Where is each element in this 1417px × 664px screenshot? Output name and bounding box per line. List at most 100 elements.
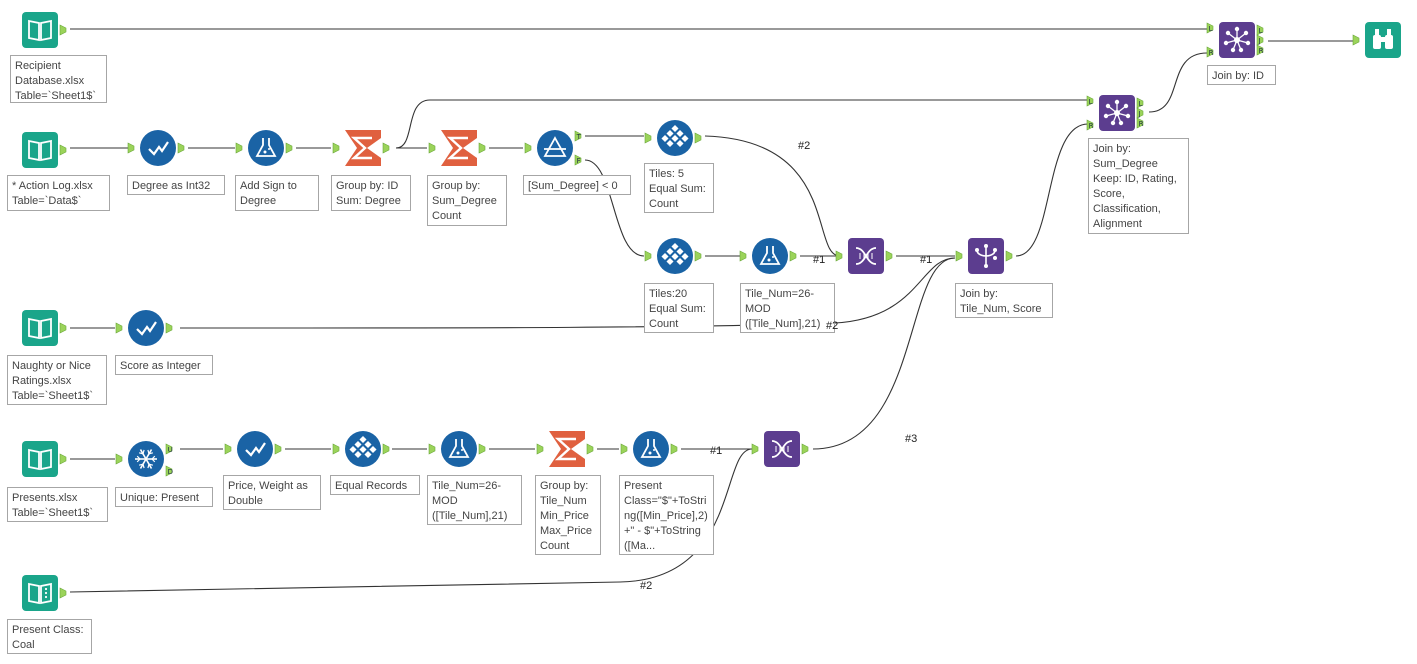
connection-wire[interactable] [69,448,753,593]
tool-node-summarize[interactable] [332,130,390,166]
anchor-connector[interactable] [1352,34,1360,46]
anchor-connector[interactable] [1136,107,1144,119]
anchor-connector[interactable] [115,322,123,334]
tool-annotation: Tile_Num=26-MOD([Tile_Num],21) [427,475,522,525]
anchor-connector[interactable] [59,24,67,36]
anchor-connector[interactable] [478,142,486,154]
anchor-letter: J [1138,110,1141,118]
anchor-connector[interactable] [1206,46,1214,58]
anchor-connector[interactable] [115,453,123,465]
tool-node-union[interactable] [835,238,893,274]
anchor-connector[interactable] [694,132,702,144]
connection-wire[interactable] [704,135,841,257]
annotation-line: Coal [12,639,35,651]
anchor-connector[interactable] [274,443,282,455]
anchor-connector[interactable] [332,142,340,154]
tool-node-formula[interactable] [739,238,797,274]
tool-node-union[interactable] [751,431,809,467]
anchor-connector[interactable] [1005,250,1013,262]
anchor-connector[interactable] [1256,24,1264,36]
tool-node-input[interactable] [22,441,67,477]
anchor-connector[interactable] [574,154,582,166]
tool-annotation: Equal Records [330,475,420,495]
tool-node-select[interactable] [115,310,173,346]
anchor-connector[interactable] [428,443,436,455]
tool-node-formula[interactable] [428,431,486,467]
anchor-connector[interactable] [670,443,678,455]
anchor-connector[interactable] [644,132,652,144]
tool-node-formula[interactable] [620,431,678,467]
anchor-connector[interactable] [165,322,173,334]
tool-node-summarize[interactable] [536,431,594,467]
anchor-connector[interactable] [801,443,809,455]
tool-node-select[interactable] [224,431,282,467]
connection-wire[interactable] [179,257,956,329]
anchor-connector[interactable] [59,453,67,465]
anchor-connector[interactable] [1206,22,1214,34]
tool-node-formula[interactable] [235,130,293,166]
anchor-connector[interactable] [1136,97,1144,109]
tool-node-input[interactable] [22,12,67,48]
anchor-connector[interactable] [751,443,759,455]
anchor-connector[interactable] [1086,119,1094,131]
anchor-connector[interactable] [644,250,652,262]
anchor-connector[interactable] [620,443,628,455]
open-book-icon [28,317,52,340]
anchor-connector[interactable] [382,443,390,455]
connection-label: #1 [813,254,826,266]
annotation-line: Table=`Sheet1$` [12,507,94,519]
tool-node-input[interactable] [22,310,67,346]
anchor-connector[interactable] [835,250,843,262]
anchor-connector[interactable] [224,443,232,455]
anchor-connector[interactable] [165,443,173,455]
anchor-connector[interactable] [59,144,67,156]
anchor-connector[interactable] [885,250,893,262]
annotation-line: Presents.xlsx [12,492,78,504]
anchor-connector[interactable] [955,250,963,262]
anchor-connector[interactable] [586,443,594,455]
anchor-connector[interactable] [177,142,185,154]
anchor-connector[interactable] [165,465,173,477]
connection-wire[interactable] [1015,123,1089,257]
anchor-connector[interactable] [59,587,67,599]
tool-node-summarize[interactable] [428,130,486,166]
tool-node-select[interactable] [127,130,185,166]
anchor-connector[interactable] [332,443,340,455]
anchor-connector[interactable] [694,250,702,262]
anchor-connector[interactable] [789,250,797,262]
tool-node-text-input[interactable] [22,575,67,611]
annotation-line: Present [624,480,662,492]
anchor-connector[interactable] [285,142,293,154]
tool-node-input[interactable] [22,132,67,168]
anchor-connector[interactable] [1256,34,1264,46]
tool-node-tile[interactable] [644,120,702,156]
anchor-connector[interactable] [536,443,544,455]
connection-label: #2 [798,140,811,152]
connection-wire[interactable] [812,257,956,450]
tool-node-browse[interactable] [1352,22,1401,58]
anchor-connector[interactable] [1136,117,1144,129]
anchor-connector[interactable] [382,142,390,154]
anchor-connector[interactable] [127,142,135,154]
anchor-connector[interactable] [574,130,582,142]
anchor-connector[interactable] [739,250,747,262]
anchor-connector[interactable] [524,142,532,154]
tool-node-tile[interactable] [644,238,702,274]
anchor-connector[interactable] [1256,44,1264,56]
anchor-connector[interactable] [478,443,486,455]
tool-node-tile[interactable] [332,431,390,467]
connection-wire[interactable] [584,159,645,257]
connection-wire[interactable] [1148,52,1208,113]
anchor-connector[interactable] [1086,95,1094,107]
tool-node-filter[interactable]: TF [524,130,582,166]
connection-wire[interactable] [395,99,1088,149]
tool-node-multi-join[interactable] [955,238,1013,274]
anchor-connector[interactable] [428,142,436,154]
annotation-line: Table=`Data$` [12,195,82,207]
anchor-connector[interactable] [235,142,243,154]
tool-node-unique[interactable]: UD [115,441,173,477]
anchor-connector[interactable] [59,322,67,334]
